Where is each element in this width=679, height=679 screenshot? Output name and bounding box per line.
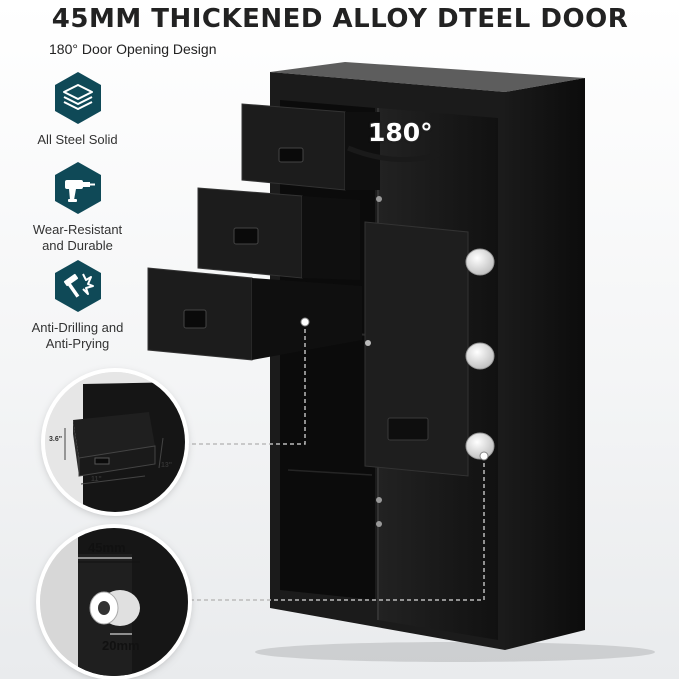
inner-door-panel	[364, 221, 469, 477]
feature-label: Wear-Resistant and Durable	[32, 222, 123, 253]
rotation-arrow	[347, 145, 435, 163]
feature-label: Anti-Drilling and Anti-Prying	[31, 320, 124, 351]
stacked-steel-plates-icon	[50, 70, 106, 126]
door-thickness-label: 45mm	[88, 540, 126, 555]
page-title: 45MM THICKENED ALLOY DTEEL DOOR	[51, 4, 629, 34]
inner-door-handle	[387, 417, 429, 441]
bolt-dimension-inset: 45mm 20mm	[40, 528, 188, 676]
feature-label: All Steel Solid	[37, 132, 118, 147]
drawer-width-label: 11"	[91, 476, 102, 483]
feature-all-steel: All Steel Solid	[15, 70, 140, 148]
drawer-height-label: 3.6"	[49, 436, 63, 443]
safe-side	[505, 78, 585, 650]
drawer-dimension-inset: 3.6" 11" 13"	[45, 372, 185, 512]
drawer-depth-label: 13"	[161, 462, 173, 469]
drawer-open-view	[45, 372, 185, 512]
bolt-diameter-label: 20mm	[102, 638, 140, 653]
feature-wear-resistant: Wear-Resistant and Durable	[15, 160, 140, 254]
feature-anti-drilling: Anti-Drilling and Anti-Prying	[15, 258, 140, 352]
safe-top	[270, 62, 585, 92]
drawer-top	[241, 103, 380, 191]
drawer-middle	[197, 187, 360, 280]
locking-bolts	[465, 248, 495, 460]
rotation-label: 180°	[368, 118, 433, 147]
page-subtitle: 180° Door Opening Design	[49, 41, 217, 57]
power-drill-icon	[50, 160, 106, 216]
hammer-impact-icon	[50, 258, 106, 314]
